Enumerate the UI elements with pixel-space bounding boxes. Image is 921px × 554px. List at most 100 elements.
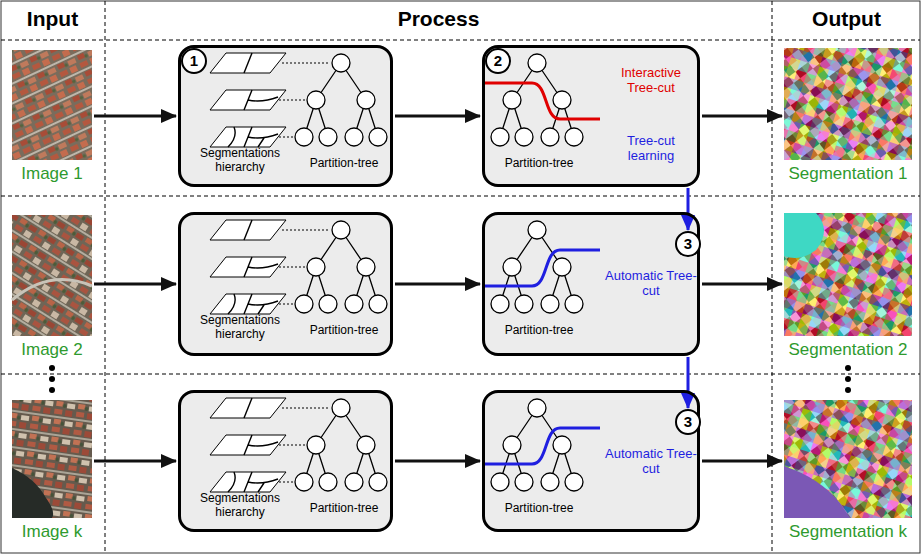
text-slot: Image 2 <box>4 340 100 360</box>
tree-cut <box>485 428 600 464</box>
learning-arrow <box>687 188 690 230</box>
flow-arrow <box>94 460 176 463</box>
box-fill <box>178 212 393 356</box>
box-label: Partition-tree <box>310 324 379 338</box>
text-slot: Partition-tree <box>489 498 589 516</box>
text-slot: Partition-tree <box>299 153 389 171</box>
box-label: Interactive Tree-cut <box>605 66 697 96</box>
box-label: Partition-tree <box>505 502 574 516</box>
flow-arrow <box>94 115 176 118</box>
road <box>12 280 92 300</box>
water <box>12 468 53 518</box>
box-fills <box>178 45 700 532</box>
row-divider <box>1 374 920 375</box>
partition-tree <box>491 399 583 491</box>
text-slot: 3 <box>677 233 699 255</box>
flow-arrow <box>702 283 782 286</box>
dot <box>845 387 851 393</box>
text-slot: Tree-cut learning <box>605 134 697 164</box>
learning-arrow <box>687 357 690 408</box>
box-fill <box>482 212 700 356</box>
partition-tree <box>295 221 387 313</box>
process-box: Segmentations hierarchy Partition-tree <box>178 390 393 532</box>
segmentation-map <box>784 48 912 160</box>
partition-tree <box>491 221 583 313</box>
callout-number: 3 <box>684 411 692 433</box>
dot <box>49 387 55 393</box>
segmentation-map <box>784 48 912 160</box>
column-header: Output <box>812 7 881 31</box>
process-box: 2Partition-tree Interactive Tree-cutTree-… <box>482 45 700 187</box>
callout-number: 2 <box>494 50 502 72</box>
box-fill <box>178 45 393 187</box>
text-slot: Segmentation 1 <box>776 164 920 184</box>
segmentation-map <box>784 213 912 336</box>
image-caption: Image k <box>22 522 82 542</box>
column-header: Process <box>398 7 480 31</box>
process-box: 1Segmentations hierarchy Partition-tree <box>178 45 393 187</box>
partition-tree <box>295 54 387 146</box>
box-label: Partition-tree <box>505 324 574 338</box>
text-slot: 1 <box>183 50 205 72</box>
image-caption: Segmentation 1 <box>788 164 907 184</box>
box-fill <box>482 390 700 532</box>
aerial-photo <box>12 215 92 336</box>
column-divider <box>105 1 106 553</box>
segment <box>784 213 824 258</box>
box-label: Tree-cut learning <box>605 134 697 164</box>
text-slot: Partition-tree <box>489 320 589 338</box>
text-slot: 3 <box>677 411 699 433</box>
image-caption: Image 2 <box>21 340 82 360</box>
image-panel: Segmentation 1 <box>784 48 912 160</box>
box-label: Partition-tree <box>505 157 574 171</box>
box-label: Partition-tree <box>310 157 379 171</box>
process-box: 3Partition-tree Automatic Tree-cut <box>482 390 700 532</box>
dot <box>845 376 851 382</box>
text-slot: Segmentation 2 <box>776 340 920 360</box>
row-divider <box>1 196 920 197</box>
flow-arrow <box>395 460 480 463</box>
column-header: Input <box>27 7 78 31</box>
image-panel: Segmentation k <box>784 400 912 518</box>
flow-arrow <box>702 115 782 118</box>
text-slot: Segmentations hierarchy <box>184 147 296 175</box>
text-slot: Image k <box>4 522 100 542</box>
text-slot: Automatic Tree-cut <box>605 269 697 299</box>
partition-tree <box>295 399 387 491</box>
tree-cut <box>485 83 600 119</box>
tree-cut <box>485 250 600 286</box>
dot <box>49 376 55 382</box>
image-panel: Image 2 <box>12 215 92 336</box>
box-label: Partition-tree <box>310 502 379 516</box>
text-slot: Interactive Tree-cut <box>605 66 697 96</box>
row-divider <box>1 40 920 41</box>
step-number: 2 <box>485 48 511 74</box>
image-panel: Image k <box>12 400 92 518</box>
box-label: Segmentations hierarchy <box>184 314 296 342</box>
box-fill <box>482 45 700 187</box>
step-number: 3 <box>675 231 701 257</box>
label-slot: Input <box>0 7 105 31</box>
aerial-photo <box>12 400 92 518</box>
image-caption: Image 1 <box>21 164 82 184</box>
image-caption: Segmentation k <box>789 522 907 542</box>
segment <box>784 466 850 518</box>
box-label: Segmentations hierarchy <box>184 147 296 175</box>
box-label: Automatic Tree-cut <box>605 269 697 299</box>
process-box: Segmentations hierarchy Partition-tree <box>178 212 393 356</box>
box-label: Automatic Tree-cut <box>605 447 697 477</box>
segmentation-map <box>784 400 912 518</box>
aerial-photo <box>12 50 92 160</box>
image-caption: Segmentation 2 <box>788 340 907 360</box>
flow-arrow <box>395 115 480 118</box>
text-slot: Segmentations hierarchy <box>184 492 296 520</box>
image-panel: Image 1 <box>12 50 92 160</box>
text-slot: Automatic Tree-cut <box>605 447 697 477</box>
box-fill <box>178 390 393 532</box>
flow-arrow <box>395 283 480 286</box>
flow-arrow <box>94 283 176 286</box>
segmentation-map <box>784 213 912 336</box>
callout-number: 3 <box>684 233 692 255</box>
